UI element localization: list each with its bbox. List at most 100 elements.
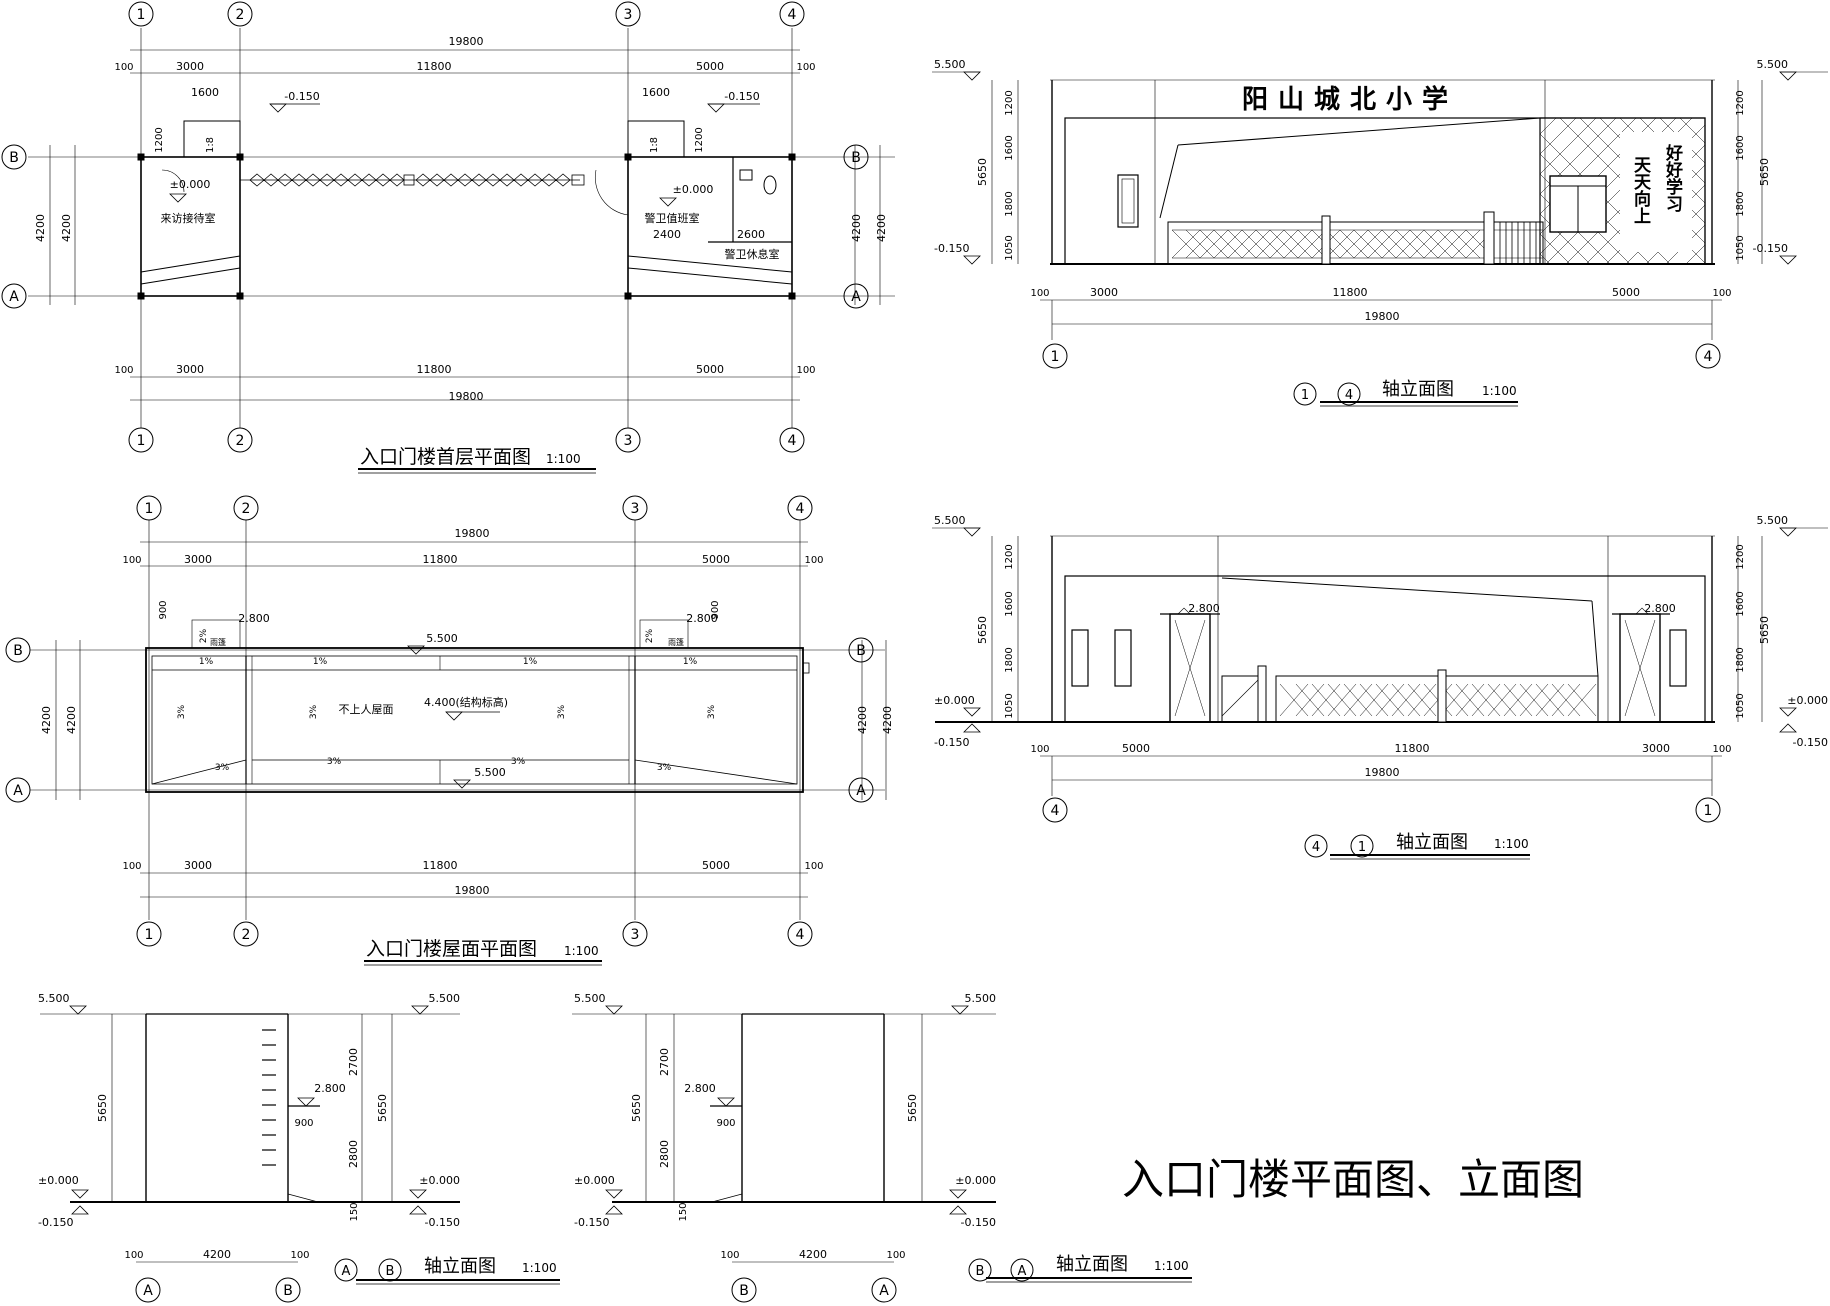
eab-edge-l: 100 xyxy=(124,1250,143,1261)
e41-canopy-l: 2.800 xyxy=(1188,602,1220,615)
room-visitor: 来访接待室 xyxy=(161,211,216,225)
slope-1-d: 1% xyxy=(683,657,698,667)
axis-2-bottom: 2 xyxy=(236,433,245,449)
e41-axis-1: 1 xyxy=(1704,803,1713,819)
eba-width: 4200 xyxy=(799,1248,827,1261)
eab-title: 轴立面图 xyxy=(424,1256,496,1277)
ramp-right: 1:8 xyxy=(649,137,660,153)
e41-edge-l: 100 xyxy=(1030,744,1049,755)
slope-3-b: 3% xyxy=(309,704,319,719)
e14-h3-r: 1800 xyxy=(1735,191,1746,216)
e14-total-h-l: 5650 xyxy=(976,158,989,186)
e14-level-bottom-r: -0.150 xyxy=(1753,242,1788,255)
motto-1: 好好学习 xyxy=(1662,143,1684,212)
slope-3-h: 3% xyxy=(657,763,672,773)
e14-axis-1: 1 xyxy=(1051,349,1060,365)
dim-seg-1: 3000 xyxy=(176,60,204,73)
eba-level-zero-l: ±0.000 xyxy=(574,1174,615,1187)
axis-3-top: 3 xyxy=(624,7,633,23)
e41-axis-4: 4 xyxy=(1051,803,1060,819)
e41-h3-r: 1800 xyxy=(1735,647,1746,672)
dim-edge-l-b: 100 xyxy=(114,365,133,376)
dim-seg-1-b: 3000 xyxy=(176,363,204,376)
e41-total-h-r: 5650 xyxy=(1758,616,1771,644)
e14-axis-4: 4 xyxy=(1704,349,1713,365)
dim-edge-l: 100 xyxy=(114,62,133,73)
dim-edge-r: 100 xyxy=(796,62,815,73)
e14-h2-l: 1600 xyxy=(1004,135,1015,160)
slope-3-g: 3% xyxy=(511,757,526,767)
motto-2: 天天向上 xyxy=(1630,156,1651,224)
roof-axis-a-right: A xyxy=(856,783,866,799)
eab-total-h-l: 5650 xyxy=(96,1094,109,1122)
axis-2-top: 2 xyxy=(236,7,245,23)
dim-stair-left: 1600 xyxy=(191,86,219,99)
elevation-b-a: 2.800 900 5.500 5.500 ±0.000 -0.150 ±0.0… xyxy=(572,992,1192,1303)
e14-title: 轴立面图 xyxy=(1382,379,1454,400)
level-canopy-left: 2.800 xyxy=(238,612,270,625)
roof-axis-b-left: B xyxy=(13,643,23,659)
e41-level-bottom-l: -0.150 xyxy=(934,736,969,749)
eba-part-2: 2800 xyxy=(658,1140,671,1168)
sheet-title: 入口门楼平面图、立面图 xyxy=(1122,1155,1584,1204)
axis-1-bottom: 1 xyxy=(137,433,146,449)
room-guard-rest: 警卫休息室 xyxy=(725,247,780,261)
roof-d900-right: 900 xyxy=(710,600,721,619)
eab-scale: 1:100 xyxy=(522,1261,557,1275)
level-roof-bottom: 5.500 xyxy=(474,766,506,779)
e14-seg-1: 3000 xyxy=(1090,286,1118,299)
roof-depth-r2: 4200 xyxy=(881,706,894,734)
roof-dim-seg-2-b: 11800 xyxy=(423,859,458,872)
slope-2-right: 2% xyxy=(645,628,655,643)
e41-seg-1: 5000 xyxy=(1122,742,1150,755)
level-outer-right: -0.150 xyxy=(724,90,759,103)
axis-a-left: A xyxy=(9,289,19,305)
eab-axis-b: B xyxy=(283,1283,293,1299)
level-floor-left: ±0.000 xyxy=(170,178,211,191)
e14-h4-l: 1050 xyxy=(1004,235,1015,260)
e41-h1-l: 1200 xyxy=(1004,544,1015,569)
roof-dim-total-bottom: 19800 xyxy=(455,884,490,897)
eba-part-1: 2700 xyxy=(658,1048,671,1076)
dim-seg-3-b: 5000 xyxy=(696,363,724,376)
roof-note: 不上人屋面 xyxy=(339,703,394,716)
canopy-label-left: 雨篷 xyxy=(210,637,226,647)
roof-axis-2-bottom: 2 xyxy=(242,927,251,943)
eba-canopy: 2.800 xyxy=(684,1082,716,1095)
eba-edge-r: 100 xyxy=(886,1250,905,1261)
e14-level-bottom-l: -0.150 xyxy=(934,242,969,255)
roof-plan-title: 入口门楼屋面平面图 xyxy=(366,938,537,960)
eba-total-h-r: 5650 xyxy=(906,1094,919,1122)
e41-h2-l: 1600 xyxy=(1004,591,1015,616)
school-sign: 阳山城北小学 xyxy=(1242,84,1458,115)
eab-level-zero-l: ±0.000 xyxy=(38,1174,79,1187)
axis-b-left: B xyxy=(9,150,19,166)
ramp-left: 1:8 xyxy=(205,137,216,153)
e14-title-from: 1 xyxy=(1301,388,1309,403)
elevation-1-4: 阳山城北小学 好好学习 天天向上 5.500 5.500 -0.150 -0.1… xyxy=(932,58,1828,407)
axis-a-right: A xyxy=(851,289,861,305)
eab-title-from: A xyxy=(342,1264,351,1279)
e41-level-bottom-r: -0.150 xyxy=(1793,736,1828,749)
slope-1-c: 1% xyxy=(523,657,538,667)
eab-total-h-r: 5650 xyxy=(376,1094,389,1122)
roof-dim-total-top: 19800 xyxy=(455,527,490,540)
ground-plan-title: 入口门楼首层平面图 xyxy=(360,446,531,468)
eab-level-zero-r: ±0.000 xyxy=(419,1174,460,1187)
eab-level-top-l: 5.500 xyxy=(38,992,70,1005)
e14-h1-r: 1200 xyxy=(1735,90,1746,115)
dim-depth-l2: 4200 xyxy=(60,214,73,242)
level-struct: 4.400(结构标高) xyxy=(424,695,508,709)
roof-dim-seg-3: 5000 xyxy=(702,553,730,566)
room-guard-duty: 警卫值班室 xyxy=(645,211,700,225)
eba-title: 轴立面图 xyxy=(1056,1254,1128,1275)
e41-title-to: 1 xyxy=(1358,840,1366,855)
roof-axis-3-top: 3 xyxy=(631,501,640,517)
e41-level-zero-l: ±0.000 xyxy=(934,694,975,707)
slope-3-a: 3% xyxy=(177,704,187,719)
dim-1200-left: 1200 xyxy=(154,127,165,152)
e41-h4-l: 1050 xyxy=(1004,693,1015,718)
eba-level-bottom-r: -0.150 xyxy=(961,1216,996,1229)
e41-scale: 1:100 xyxy=(1494,837,1529,851)
